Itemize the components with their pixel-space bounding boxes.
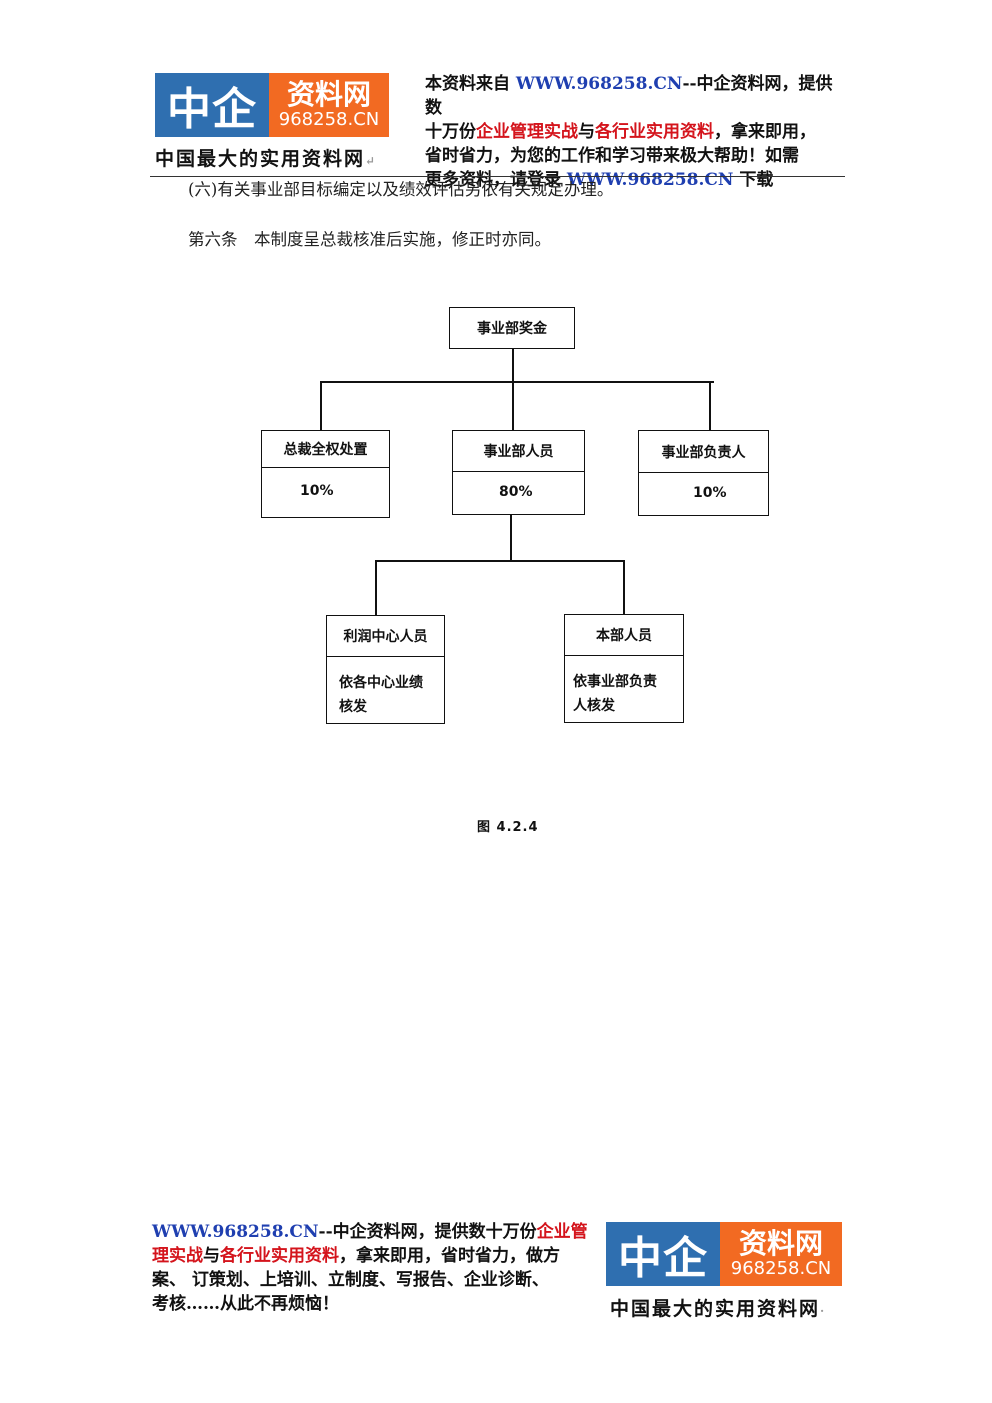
chart-box-title: 利润中心人员 xyxy=(343,629,428,645)
promo-text-run: 省时省力，为您的工作和学习带来极大帮助！如需 xyxy=(425,146,799,166)
chart-box-title: 本部人员 xyxy=(596,628,652,644)
chart-box-division-staff: 事业部人员 80% xyxy=(452,430,585,515)
chart-box-rule-line2: 人核发 xyxy=(573,698,615,714)
logo-sub-text: 资料网 xyxy=(738,1227,823,1260)
logo-sub-text: 资料网 xyxy=(286,78,371,111)
chart-box-title: 事业部人员 xyxy=(483,444,554,460)
logo-sub-block: 资料网 968258.CN xyxy=(269,73,389,137)
promo-line: 考核……从此不再烦恼！ xyxy=(152,1292,602,1316)
chart-box-title: 总裁全权处置 xyxy=(283,442,368,458)
logo-url-text: 968258.CN xyxy=(730,1258,832,1279)
footer-promo-text: WWW.968258.CN--中企资料网，提供数十万份企业管理实战与各行业实用资… xyxy=(152,1220,602,1316)
promo-text-run: 企业管理实战 xyxy=(476,122,578,142)
promo-text-run: --中企资料网，提供数十万份 xyxy=(318,1222,537,1242)
chart-root-box: 事业部奖金 xyxy=(449,307,575,349)
chart-root-label: 事业部奖金 xyxy=(477,321,547,337)
promo-text-run: 下载 xyxy=(733,170,774,190)
chart-box-hq-staff: 本部人员 依事业部负责 人核发 xyxy=(564,614,684,723)
promo-line: 本资料来自 WWW.968258.CN--中企资料网，提供数 xyxy=(425,72,845,120)
connector-to-hq xyxy=(623,560,625,616)
promo-text-run: ，拿来即用，省时省力，做方 xyxy=(339,1246,560,1266)
promo-link-text[interactable]: WWW.968258.CN xyxy=(152,1222,319,1242)
logo-main-text: 中企 xyxy=(155,73,269,137)
promo-text-run: 各行业实用资料 xyxy=(595,122,714,142)
chart-box-value: 10% xyxy=(300,483,334,499)
logo-main-text: 中企 xyxy=(606,1222,720,1286)
promo-line: 十万份企业管理实战与各行业实用资料，拿来即用， xyxy=(425,120,845,144)
logo-url-text: 968258.CN xyxy=(278,109,380,130)
promo-link-text[interactable]: WWW.968258.CN xyxy=(515,74,683,94)
promo-line: 理实战与各行业实用资料，拿来即用，省时省力，做方 xyxy=(152,1244,602,1268)
promo-text-run: 案、 订策划、上培训、立制度、写报告、企业诊断、 xyxy=(152,1270,549,1290)
promo-text-run: ，拿来即用， xyxy=(714,122,816,142)
promo-text-run: 更多资料，请登录 xyxy=(425,170,567,190)
promo-text-run: 十万份 xyxy=(425,122,476,142)
connector-to-profit-center xyxy=(375,560,377,616)
connector-level1-bar xyxy=(320,381,714,383)
promo-text-run: --中企资料网，提供数 xyxy=(425,74,833,118)
connector-staff-down xyxy=(510,515,512,561)
header-promo-text: 本资料来自 WWW.968258.CN--中企资料网，提供数十万份企业管理实战与… xyxy=(425,72,845,192)
header-slogan: 中国最大的实用资料网↵ xyxy=(155,148,378,170)
promo-text-run: 各行业实用资料 xyxy=(220,1246,339,1266)
paragraph-1: (六)有关事业部目标编定以及绩效评估另依有关规定办理。 xyxy=(188,180,614,199)
promo-line: 案、 订策划、上培训、立制度、写报告、企业诊断、 xyxy=(152,1268,602,1292)
logo-sub-block: 资料网 968258.CN xyxy=(720,1222,842,1286)
chart-box-profit-center-staff: 利润中心人员 依各中心业绩 核发 xyxy=(326,615,445,724)
connector-to-president xyxy=(320,381,322,431)
connector-level2-bar xyxy=(375,560,625,562)
paragraph-2: 第六条 本制度呈总裁核准后实施，修正时亦同。 xyxy=(188,230,551,249)
promo-text-run: 理实战 xyxy=(152,1246,203,1266)
chart-box-rule-line2: 核发 xyxy=(339,699,367,715)
chart-box-rule-line1: 依各中心业绩 xyxy=(339,675,423,691)
promo-line: WWW.968258.CN--中企资料网，提供数十万份企业管 xyxy=(152,1220,602,1244)
connector-to-staff xyxy=(512,381,514,431)
chart-box-value: 80% xyxy=(499,484,533,500)
chart-box-president: 总裁全权处置 10% xyxy=(261,430,390,518)
promo-line: 更多资料，请登录 WWW.968258.CN 下载 xyxy=(425,168,845,192)
chart-box-rule-line1: 依事业部负责 xyxy=(573,674,657,690)
promo-text-run: 与 xyxy=(578,122,595,142)
chart-box-division-head: 事业部负责人 10% xyxy=(638,430,769,516)
figure-caption: 图 4.2.4 xyxy=(477,820,539,835)
connector-to-head xyxy=(709,381,711,431)
header-divider xyxy=(150,176,845,177)
promo-text-run: 考核……从此不再烦恼！ xyxy=(152,1294,339,1314)
footer-logo: 中企 资料网 968258.CN xyxy=(606,1222,842,1286)
promo-text-run: 本资料来自 xyxy=(425,74,516,94)
header-logo: 中企 资料网 968258.CN xyxy=(155,73,389,137)
promo-text-run: 与 xyxy=(203,1246,220,1266)
promo-text-run: 企业管 xyxy=(536,1222,588,1242)
promo-line: 省时省力，为您的工作和学习带来极大帮助！如需 xyxy=(425,144,845,168)
promo-link-text[interactable]: WWW.968258.CN xyxy=(566,170,734,190)
chart-box-value: 10% xyxy=(693,485,727,501)
connector-root-down xyxy=(512,349,514,382)
footer-slogan: 中国最大的实用资料网· xyxy=(610,1298,827,1320)
chart-box-title: 事业部负责人 xyxy=(661,444,746,461)
